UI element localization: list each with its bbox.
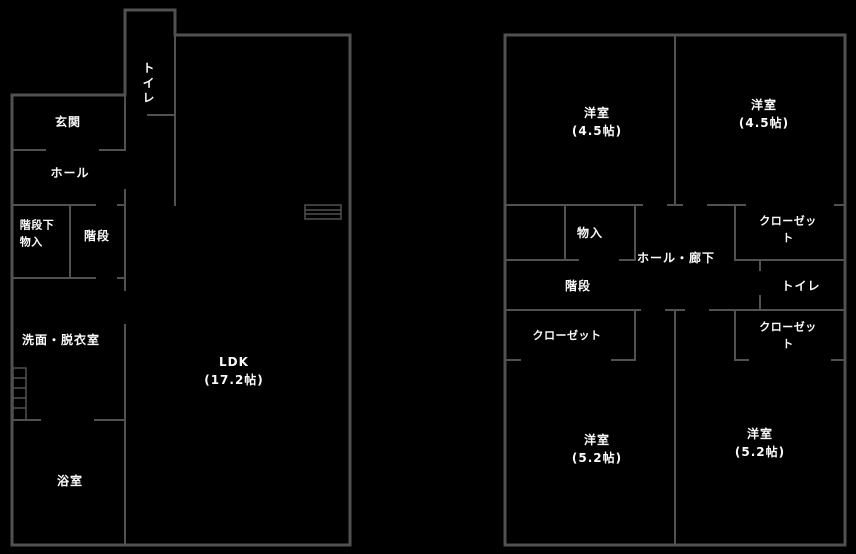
room-label-storage-2f: 物入 [576, 226, 604, 240]
floor2-outer-wall [503, 33, 847, 547]
room-label-closet-ne: クローゼット [759, 214, 817, 245]
room-label-bedroom-ne: 洋室 (4.5帖) [738, 98, 790, 130]
floor1-outer-wall [10, 8, 352, 547]
room-label-entrance: 玄関 [54, 115, 82, 129]
room-label-washroom: 洗面・脱衣室 [21, 333, 101, 347]
window-hatch-washroom [12, 367, 27, 421]
floor2-inner-walls [504, 34, 846, 546]
room-label-under-stairs-storage: 階段下 物入 [19, 218, 55, 249]
room-label-closet-sw: クローゼット [532, 328, 602, 342]
room-label-closet-se: クローゼット [759, 320, 817, 351]
floor2-walls [503, 33, 847, 547]
floor1-inner-walls [11, 34, 176, 546]
window-hatch-ldk [304, 204, 342, 220]
floor1-walls [10, 8, 352, 547]
room-label-toilet-2f: トイレ [781, 279, 821, 293]
room-label-bedroom-sw: 洋室 (5.2帖) [571, 433, 623, 465]
room-label-ldk: LDK (17.2帖) [204, 355, 264, 387]
room-label-bathroom: 浴室 [56, 474, 84, 488]
room-label-stairs-1f: 階段 [83, 229, 111, 243]
room-label-hall-corridor: ホール・廊下 [636, 251, 716, 265]
room-label-hall-1f: ホール [50, 166, 90, 180]
room-label-bedroom-nw: 洋室 (4.5帖) [571, 106, 623, 138]
room-label-toilet-1f: トイレ [141, 61, 155, 107]
room-label-bedroom-se: 洋室 (5.2帖) [734, 427, 786, 459]
room-label-stairs-2f: 階段 [564, 279, 592, 293]
